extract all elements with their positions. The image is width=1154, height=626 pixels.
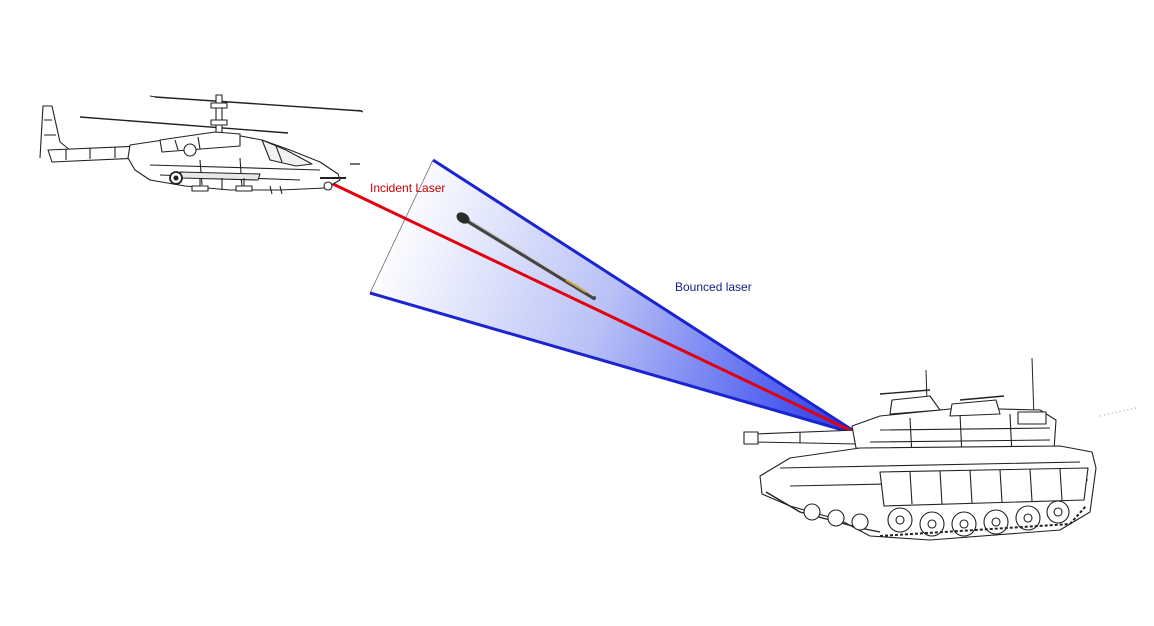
helicopter-icon xyxy=(39,94,364,195)
cone-open-edge xyxy=(369,159,434,294)
bounced-laser-cone xyxy=(369,158,861,437)
bounced-laser-label: Bounced laser xyxy=(675,280,752,294)
incident-laser-label: Incident Laser xyxy=(370,181,446,195)
incident-laser-beam xyxy=(332,182,861,437)
cone-upper-edge xyxy=(432,158,861,437)
missile-projectile xyxy=(456,212,596,300)
cone-lower-edge xyxy=(369,291,861,437)
cone-fill xyxy=(370,160,860,435)
tank-icon xyxy=(743,357,1137,541)
